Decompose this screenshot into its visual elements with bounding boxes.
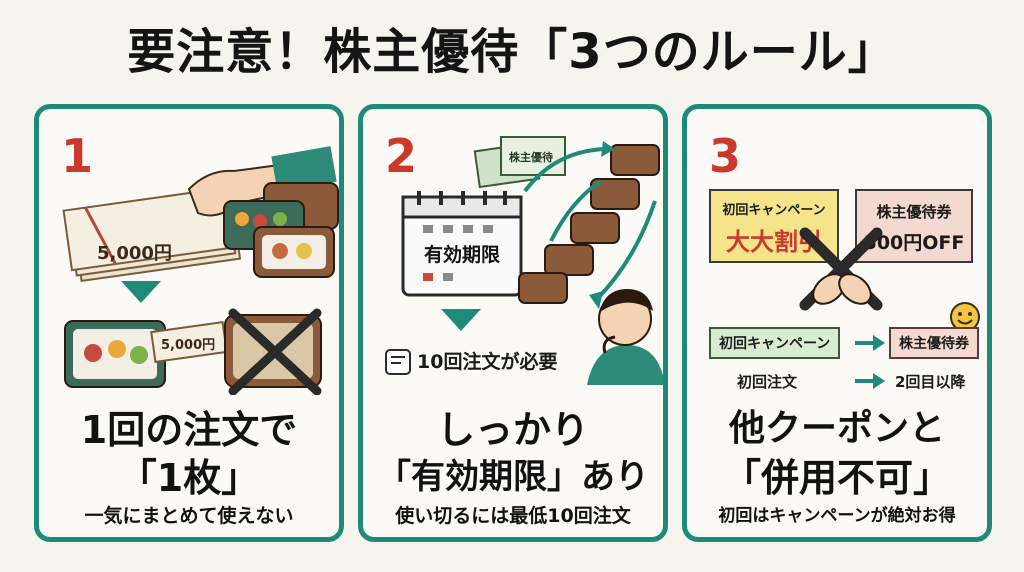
single-bento-with-voucher: 5,000円 bbox=[64, 320, 228, 388]
campaign-line-1: 初回キャンペーン bbox=[722, 203, 826, 218]
bento-sequence-illustration bbox=[518, 141, 660, 309]
calendar-icon: 有効期限 bbox=[401, 191, 523, 297]
rule-panel-2: 2 株主優待 有効期限 10回注文が bbox=[358, 104, 668, 542]
coupon-line-2: 500円OFF bbox=[863, 232, 965, 254]
coupon-line-1: 株主優待券 bbox=[876, 203, 952, 221]
headline-line-1: 1回の注文で bbox=[80, 408, 298, 452]
bento-crossed-out-illustration bbox=[224, 308, 322, 395]
small-voucher-amount: 5,000円 bbox=[161, 338, 215, 353]
bento-box-stack-illustration bbox=[223, 182, 339, 278]
subtext: 初回はキャンペーンが絶対お得 bbox=[718, 506, 956, 526]
headline-line-1: しっかり bbox=[436, 408, 589, 452]
subtext: 使い切るには最低10回注文 bbox=[395, 505, 631, 527]
rule-panel-1: 1 5,000円 5,000円 1回の注文で 「1枚」 bbox=[34, 104, 344, 542]
arrow-right-icon bbox=[855, 335, 885, 351]
headline-line-2: 「1枚」 bbox=[118, 456, 260, 500]
subtext: 一気にまとめて使えない bbox=[84, 505, 294, 527]
ticket-illustration: 株主優待 bbox=[473, 136, 566, 189]
voucher-amount: 5,000円 bbox=[97, 243, 172, 264]
arrow-down-icon bbox=[441, 309, 481, 331]
ticket-label: 株主優待 bbox=[509, 150, 553, 164]
arrow-down-icon bbox=[121, 281, 161, 303]
arrow-right-icon bbox=[855, 373, 885, 389]
rule-number-1: 1 bbox=[61, 129, 94, 183]
thinking-person-icon bbox=[587, 289, 663, 385]
headline-line-1: 他クーポンと bbox=[728, 408, 945, 449]
flow-right-2: 2回目以降 bbox=[895, 373, 966, 391]
rule-number-2: 2 bbox=[385, 129, 418, 183]
headline-line-2: 「有効期限」あり bbox=[377, 457, 649, 497]
shareholder-coupon: 株主優待券 500円OFF bbox=[855, 189, 973, 263]
headline-line-2: 「併用不可」 bbox=[722, 456, 951, 500]
flow-left-2: 初回注文 bbox=[737, 373, 798, 391]
page-title: 要注意！株主優待「3つのルール」 bbox=[127, 24, 897, 80]
flow-right-1: 株主優待券 bbox=[889, 327, 979, 359]
flow-left-1: 初回キャンペーン bbox=[709, 327, 841, 359]
order-note: 10回注文が必要 bbox=[417, 351, 558, 373]
crossed-hands-icon bbox=[799, 227, 883, 311]
rule-panel-3: 3 初回キャンペーン 大大割引 株主優待券 500円OFF 初回キャンペーン 株… bbox=[682, 104, 992, 542]
rule-number-3: 3 bbox=[709, 129, 742, 183]
calendar-label: 有効期限 bbox=[424, 243, 500, 266]
receipt-icon bbox=[385, 349, 411, 375]
